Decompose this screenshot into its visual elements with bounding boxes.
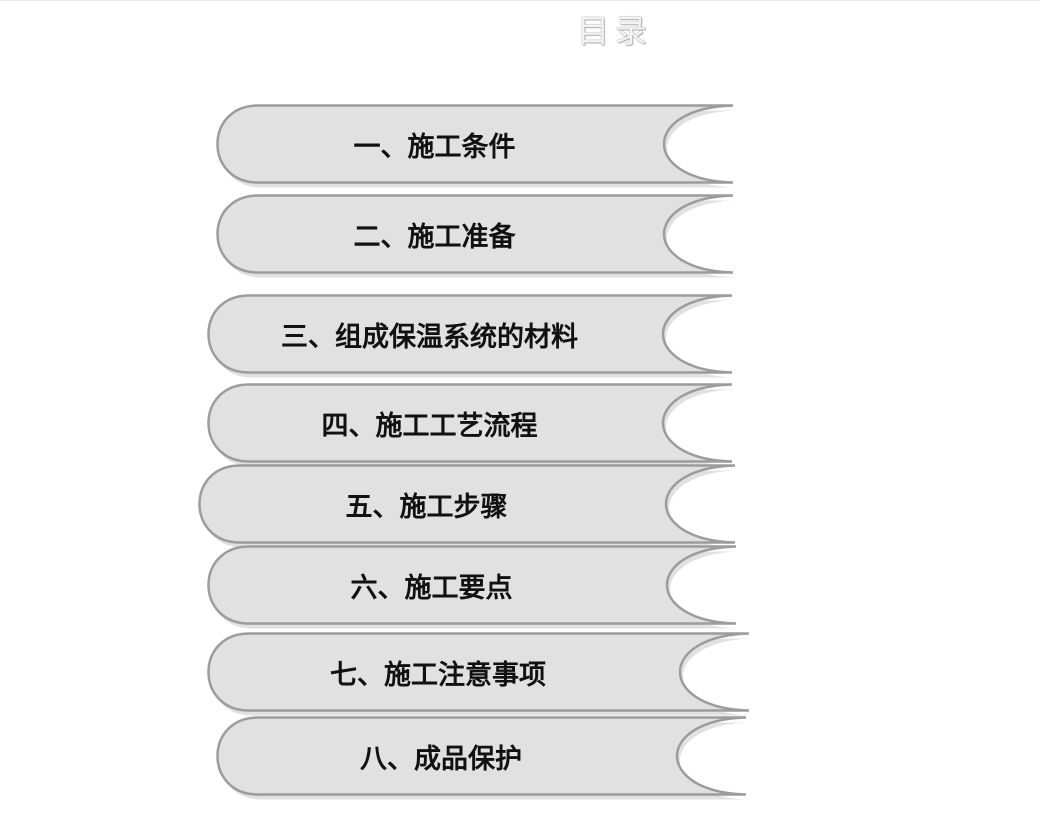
toc-item-body	[207, 294, 733, 374]
toc-item-shape	[207, 294, 735, 378]
toc-item-body	[216, 194, 734, 274]
page-title: 目录	[576, 12, 653, 50]
toc-item-label: 八、成品保护	[360, 743, 522, 775]
toc-item-shape	[216, 104, 736, 188]
toc-item[interactable]: 四、施工工艺流程	[207, 383, 735, 469]
toc-item[interactable]: 一、施工条件	[216, 104, 736, 190]
toc-item-label: 七、施工注意事项	[330, 659, 546, 691]
toc-item-shape	[198, 464, 738, 548]
toc-item[interactable]: 七、施工注意事项	[207, 632, 752, 718]
toc-item[interactable]: 八、成品保护	[216, 716, 749, 802]
toc-item-body	[207, 545, 737, 625]
toc-item[interactable]: 六、施工要点	[207, 545, 739, 631]
toc-item-body	[216, 716, 747, 796]
toc-item-label: 四、施工工艺流程	[321, 410, 538, 442]
toc-item-shape	[207, 632, 752, 716]
toc-item-shape	[207, 383, 735, 467]
toc-item-body	[198, 464, 736, 544]
toc-item-label: 三、组成保温系统的材料	[281, 321, 578, 353]
toc-item[interactable]: 二、施工准备	[216, 194, 736, 280]
toc-item-shape	[216, 194, 736, 278]
toc-item[interactable]: 三、组成保温系统的材料	[207, 294, 735, 380]
toc-item-label: 六、施工要点	[350, 572, 513, 604]
toc-item[interactable]: 五、施工步骤	[198, 464, 738, 550]
toc-item-body	[207, 632, 750, 712]
toc-item-label: 一、施工条件	[353, 131, 516, 163]
top-divider	[0, 0, 1040, 1]
toc-item-shape	[207, 545, 739, 629]
toc-item-label: 五、施工步骤	[345, 491, 508, 523]
toc-item-shape	[216, 716, 749, 800]
toc-item-label: 二、施工准备	[353, 221, 516, 253]
toc-item-body	[216, 104, 734, 184]
toc-item-body	[207, 383, 733, 463]
